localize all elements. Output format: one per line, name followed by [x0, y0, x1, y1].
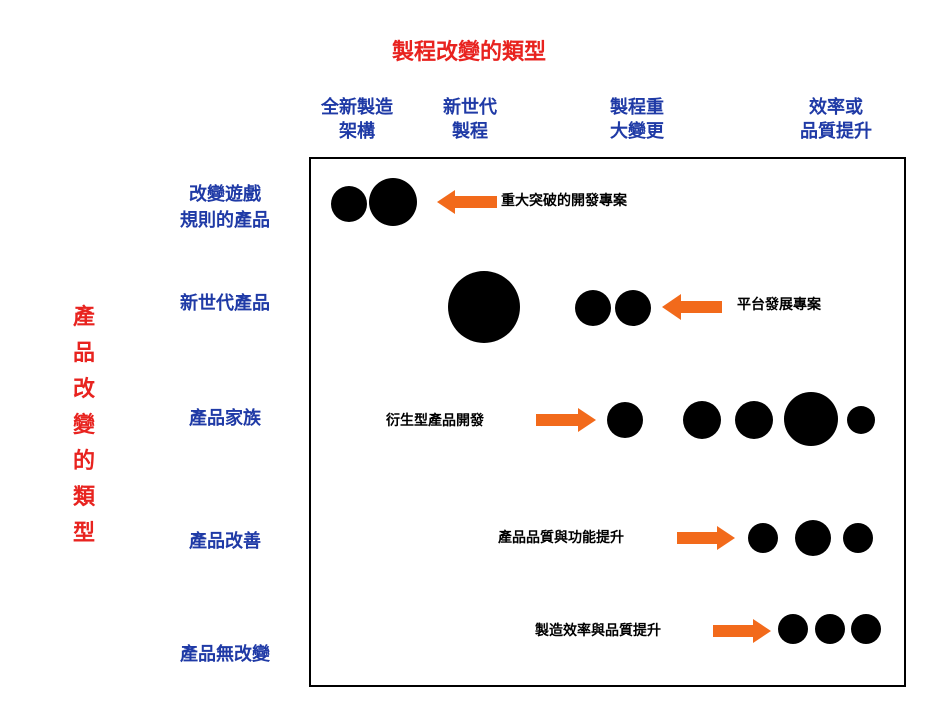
project-dot [778, 614, 808, 644]
project-dot [815, 614, 845, 644]
project-dot [735, 401, 773, 439]
project-dot [575, 290, 611, 326]
annotation-derivative: 衍生型產品開發 [386, 413, 484, 429]
project-dot [607, 402, 643, 438]
right-arrow-icon [677, 526, 735, 554]
project-dot [615, 290, 651, 326]
side-axis-label: 產品改變的類型 [72, 305, 95, 546]
annotation-platform: 平台發展專案 [737, 297, 821, 313]
row-header-game-changing: 改變遊戲 規則的產品 [180, 184, 270, 231]
row-header-product-family: 產品家族 [189, 408, 261, 429]
project-dot [847, 406, 875, 434]
project-dot [369, 178, 417, 226]
project-dot [448, 271, 520, 343]
row-header-next-gen-product: 新世代產品 [180, 293, 270, 314]
row-header-no-product-change: 產品無改變 [180, 644, 270, 665]
matrix-frame [309, 157, 906, 687]
column-header-efficiency-quality: 效率或 品質提升 [800, 97, 872, 142]
project-dot [851, 614, 881, 644]
right-arrow-icon [713, 619, 771, 647]
annotation-efficiency: 製造效率與品質提升 [535, 623, 661, 639]
left-arrow-icon [662, 294, 722, 324]
column-header-new-architecture: 全新製造 架構 [321, 97, 393, 142]
right-arrow-icon [536, 408, 596, 436]
project-dot [331, 186, 367, 222]
project-dot [748, 523, 778, 553]
annotation-breakthrough: 重大突破的開發專案 [501, 193, 627, 209]
annotation-improvement: 產品品質與功能提升 [498, 530, 624, 546]
project-dot [683, 401, 721, 439]
project-dot [843, 523, 873, 553]
row-header-product-improvement: 產品改善 [189, 531, 261, 552]
project-dot [784, 392, 838, 446]
column-header-next-gen-process: 新世代 製程 [443, 97, 497, 142]
column-header-major-process-change: 製程重 大變更 [610, 97, 664, 142]
left-arrow-icon [437, 190, 497, 218]
diagram-title: 製程改變的類型 [391, 40, 547, 65]
project-dot [795, 520, 831, 556]
